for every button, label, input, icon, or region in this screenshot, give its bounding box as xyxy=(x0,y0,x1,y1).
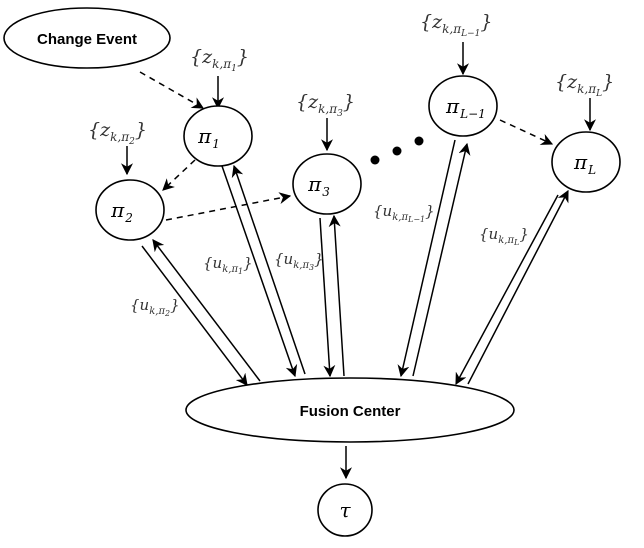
pi3-label: π3 xyxy=(307,172,330,199)
obs-label-piL1: {zk,πL−1} xyxy=(420,11,492,39)
obs-label-piL: {zk,πL} xyxy=(555,71,614,99)
edge-fc-to-piL1 xyxy=(412,142,471,377)
msg-label-pi1: {uk,π1} xyxy=(203,254,253,276)
msg-label-piL1: {uk,πL−1} xyxy=(373,202,435,224)
node-tau: τ xyxy=(317,483,373,537)
node-change-event: Change Event xyxy=(3,7,171,69)
obs-label-pi1: {zk,π1} xyxy=(190,46,249,74)
ellipsis-dot-2 xyxy=(392,146,402,156)
edge-piL-to-fc xyxy=(455,194,559,386)
edge-change-to-pi1 xyxy=(139,71,205,109)
edge-fc-to-pi2 xyxy=(152,239,261,382)
obs-label-pi2: {zk,π2} xyxy=(88,119,147,147)
node-fusion-center: Fusion Center xyxy=(185,377,515,443)
edge-pi1-to-pi2 xyxy=(162,159,196,191)
obs-label-pi3: {zk,π3} xyxy=(296,91,355,119)
edge-pi3-to-fc xyxy=(319,217,336,378)
edge-fc-to-pi1 xyxy=(231,164,306,375)
node-piL1: πL−1 xyxy=(428,75,498,137)
node-pi1: π1 xyxy=(183,105,253,167)
pi1-label: π1 xyxy=(197,124,220,151)
edge-piL1-to-piL xyxy=(499,119,554,145)
edge-fc-to-pi3 xyxy=(328,214,345,377)
ellipsis-dot-1 xyxy=(370,155,380,165)
change-event-label: Change Event xyxy=(37,31,137,48)
piL-label: πL xyxy=(573,150,596,177)
edge-piL1-to-fc xyxy=(397,139,456,378)
node-piL: πL xyxy=(551,131,621,193)
node-pi3: π3 xyxy=(292,153,362,215)
edge-fc-to-piL xyxy=(467,189,569,385)
piL1-label: πL−1 xyxy=(445,94,486,121)
edge-pi2-to-fc xyxy=(141,245,248,386)
fusion-center-label: Fusion Center xyxy=(300,403,401,420)
tau-label: τ xyxy=(339,498,351,522)
node-pi2: π2 xyxy=(95,179,165,241)
msg-label-pi2: {uk,π2} xyxy=(130,296,180,318)
pi2-label: π2 xyxy=(110,198,133,225)
msg-label-piL: {uk,πL} xyxy=(479,225,529,247)
edge-pi2-to-pi3 xyxy=(165,192,292,221)
edge-pi1-to-fc xyxy=(221,165,298,378)
msg-label-pi3: {uk,π3} xyxy=(274,250,324,272)
ellipsis-dot-3 xyxy=(414,136,424,146)
